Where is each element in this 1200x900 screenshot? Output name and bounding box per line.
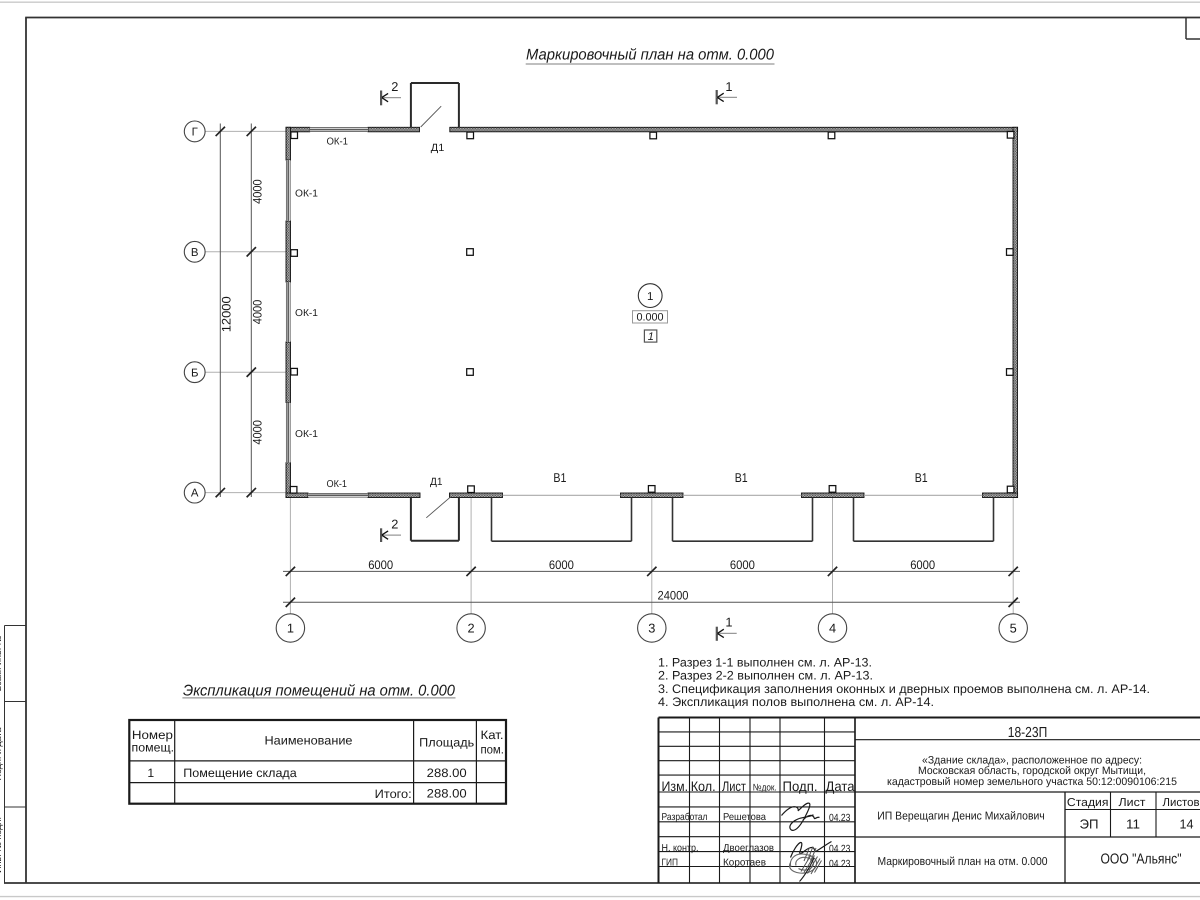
svg-text:Д1: Д1 [431, 142, 445, 154]
svg-text:Экспликация помещений на отм.: Экспликация помещений на отм. 0.000 [183, 683, 455, 700]
svg-text:1: 1 [725, 79, 732, 94]
svg-text:В1: В1 [915, 470, 928, 485]
svg-text:ОК-1: ОК-1 [327, 136, 349, 147]
svg-text:ОК-1: ОК-1 [295, 189, 318, 200]
svg-text:4000: 4000 [250, 300, 264, 325]
svg-text:Лист: Лист [1119, 797, 1147, 809]
svg-text:Подп. и дата: Подп. и дата [0, 727, 3, 780]
svg-text:6000: 6000 [730, 558, 755, 572]
svg-text:2: 2 [468, 621, 475, 636]
svg-text:Г: Г [192, 127, 198, 139]
svg-text:Д1: Д1 [430, 476, 443, 488]
svg-text:ИП Верещагин Денис Михайлович: ИП Верещагин Денис Михайлович [877, 811, 1045, 823]
svg-text:В1: В1 [553, 470, 566, 485]
svg-text:4000: 4000 [250, 420, 264, 445]
svg-text:Коротаев: Коротаев [723, 858, 766, 869]
svg-text:Маркировочный план на отм. 0.0: Маркировочный план на отм. 0.000 [878, 856, 1048, 868]
svg-text:ОК-1: ОК-1 [295, 308, 318, 319]
svg-text:1: 1 [725, 615, 732, 630]
svg-text:4000: 4000 [250, 179, 264, 204]
svg-text:3: 3 [648, 621, 655, 636]
svg-text:6000: 6000 [368, 558, 393, 572]
svg-text:пом.: пом. [480, 743, 504, 757]
svg-text:В: В [191, 247, 199, 259]
svg-text:4: 4 [829, 621, 836, 636]
svg-text:Московская область, городской: Московская область, городской округ Мыти… [918, 765, 1146, 777]
svg-text:Взам. инв. №: Взам. инв. № [0, 635, 3, 691]
svg-text:Дата: Дата [826, 779, 855, 794]
svg-text:Стадия: Стадия [1067, 797, 1109, 809]
svg-text:6000: 6000 [549, 558, 574, 572]
svg-text:Наименование: Наименование [265, 734, 353, 748]
svg-text:04.23: 04.23 [829, 844, 851, 855]
svg-text:5: 5 [1010, 621, 1017, 636]
svg-text:Площадь: Площадь [419, 736, 474, 750]
svg-text:Инв. № подл.: Инв. № подл. [0, 817, 3, 873]
svg-text:2: 2 [391, 516, 398, 531]
svg-text:2: 2 [391, 79, 398, 94]
svg-text:1: 1 [147, 766, 154, 780]
svg-text:14: 14 [1180, 816, 1194, 831]
svg-text:ОК-1: ОК-1 [295, 429, 318, 440]
svg-text:1: 1 [647, 291, 653, 303]
svg-text:Помещение склада: Помещение склада [183, 766, 297, 780]
svg-text:04.23: 04.23 [829, 813, 851, 824]
svg-text:11: 11 [1126, 816, 1140, 831]
svg-text:Итого:: Итого: [375, 787, 412, 801]
svg-text:288.00: 288.00 [427, 787, 467, 801]
svg-text:ОК-1: ОК-1 [327, 479, 348, 490]
svg-text:Б: Б [191, 367, 198, 379]
svg-text:ЭП: ЭП [1080, 816, 1099, 831]
svg-text:Лист: Лист [722, 779, 747, 794]
svg-text:Подп.: Подп. [783, 779, 818, 794]
svg-text:Номер: Номер [132, 728, 173, 742]
svg-text:24000: 24000 [658, 588, 689, 602]
svg-text:ООО "Альянс": ООО "Альянс" [1101, 852, 1182, 868]
svg-text:Двоеглазов: Двоеглазов [723, 843, 774, 854]
svg-text:№док.: №док. [753, 782, 777, 793]
svg-text:Листов: Листов [1163, 797, 1200, 809]
svg-text:В1: В1 [735, 470, 748, 485]
svg-text:4. Экспликация полов выполнена: 4. Экспликация полов выполнена см. л. АР… [658, 695, 934, 709]
svg-text:Кол.: Кол. [691, 779, 716, 794]
svg-text:1. Разрез 1-1 выполнен см. л.: 1. Разрез 1-1 выполнен см. л. АР-13. [658, 655, 872, 669]
svg-text:Кат.: Кат. [481, 728, 504, 742]
svg-text:Н. контр.: Н. контр. [662, 843, 699, 854]
svg-text:288.00: 288.00 [427, 766, 467, 780]
svg-text:12000: 12000 [220, 296, 234, 332]
svg-text:Разработал: Разработал [662, 812, 708, 823]
svg-text:помещ.: помещ. [132, 741, 175, 755]
svg-text:ГИП: ГИП [662, 858, 679, 869]
svg-text:2. Разрез 2-2 выполнен см. л.: 2. Разрез 2-2 выполнен см. л. АР-13. [658, 669, 873, 683]
svg-text:Изм.: Изм. [662, 779, 689, 794]
svg-text:3. Спецификация заполнения око: 3. Спецификация заполнения оконных и две… [658, 682, 1150, 696]
svg-text:1: 1 [287, 621, 294, 636]
svg-text:0.000: 0.000 [636, 312, 663, 324]
svg-text:Решетова: Решетова [723, 812, 766, 823]
svg-text:А: А [191, 488, 199, 500]
svg-text:кадастровый номер земельного у: кадастровый номер земельного участка 50:… [887, 776, 1177, 788]
svg-text:Маркировочный план на отм. 0.0: Маркировочный план на отм. 0.000 [526, 46, 774, 63]
svg-text:1: 1 [648, 331, 654, 343]
svg-text:«Здание склада», расположенное: «Здание склада», расположенное по адресу… [922, 754, 1142, 766]
svg-text:04.23: 04.23 [829, 859, 851, 870]
svg-text:18-23П: 18-23П [1008, 725, 1048, 741]
svg-text:6000: 6000 [910, 558, 935, 572]
